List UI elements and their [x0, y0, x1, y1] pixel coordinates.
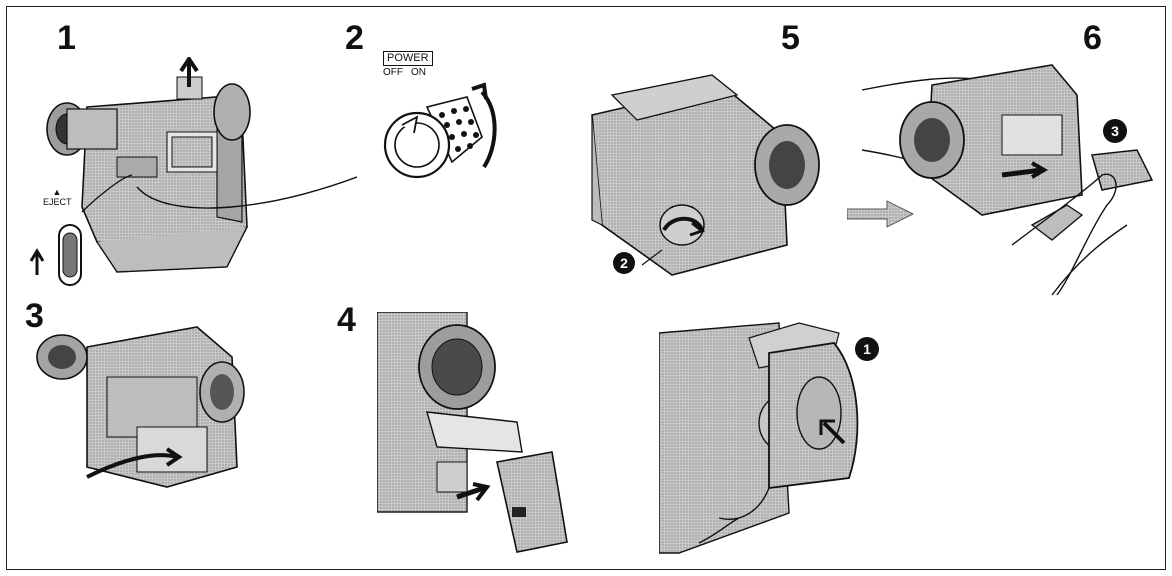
panel-battery-insert — [377, 312, 607, 562]
panel-cassette-insert — [852, 55, 1162, 315]
eject-slider-detail: ▲ EJECT — [25, 185, 95, 295]
callout-marker-1: 1 — [855, 337, 879, 361]
callout-marker-3: 3 — [1103, 119, 1127, 143]
step-number-1: 1 — [57, 19, 76, 57]
lens-cap-illustration — [659, 322, 859, 554]
right-arrow-icon — [847, 200, 915, 228]
camcorder-bottom-illustration — [591, 74, 820, 276]
step-number-6: 6 — [1083, 19, 1102, 57]
camcorder-top-illustration — [46, 57, 357, 273]
camcorder-side-illustration — [36, 326, 245, 488]
panel-camcorder-bottom — [572, 55, 852, 295]
direction-arrow — [847, 199, 917, 229]
step-number-2: 2 — [345, 19, 364, 57]
cassette-insert-illustration — [861, 64, 1154, 296]
step-number-3: 3 — [25, 297, 44, 335]
eject-label: EJECT — [43, 197, 72, 207]
panel-camcorder-eject — [27, 57, 357, 307]
power-label: POWER — [383, 51, 433, 66]
panel-camcorder-side — [27, 317, 267, 507]
step-number-4: 4 — [337, 301, 356, 339]
battery-insert-illustration — [377, 312, 568, 553]
panel-power-switch — [372, 67, 502, 197]
instruction-frame: 1 2 3 4 5 6 — [6, 6, 1166, 570]
power-dial-illustration — [383, 82, 497, 179]
panel-lens-cap — [659, 313, 899, 563]
eject-slider-illustration: ▲ — [29, 187, 82, 286]
callout-marker-2: 2 — [613, 252, 635, 274]
step-number-5: 5 — [781, 19, 800, 57]
power-on-label: ON — [411, 67, 426, 78]
svg-text:▲: ▲ — [53, 187, 62, 197]
power-off-label: OFF — [383, 67, 403, 78]
